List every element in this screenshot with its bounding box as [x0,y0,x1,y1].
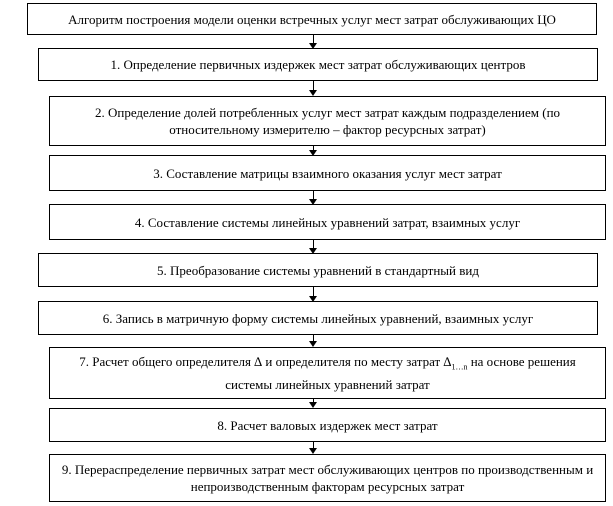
step-7-tail: на основе решения системы линейных уравн… [225,354,576,392]
step-8-box: 8. Расчет валовых издержек мест затрат [49,408,606,442]
step-4-text: 4. Составление системы линейных уравнени… [134,214,521,230]
step-3-text: 3. Составление матрицы взаимного оказани… [153,165,502,181]
step-7-main: 7. Расчет общего определителя ∆ и опреде… [79,354,452,370]
step-7-subscript: 1…n [451,362,468,372]
step-1-text: 1. Определение первичных издержек мест з… [110,57,526,72]
step-9-box: 9. Перераспределение первичных затрат ме… [49,454,606,502]
step-4-box: 4. Составление системы линейных уравнени… [49,204,606,240]
step-2-text: 2. Определение долей потребленных услуг … [94,105,561,137]
step-7-box: 7. Расчет общего определителя ∆ и опреде… [49,347,606,399]
step-9-text: 9. Перераспределение первичных затрат ме… [61,462,594,494]
step-6-box: 6. Запись в матричную форму системы лине… [38,301,598,335]
step-2-box: 2. Определение долей потребленных услуг … [49,96,606,146]
step-7-text: 7. Расчет общего определителя ∆ и опреде… [56,353,599,393]
title-box: Алгоритм построения модели оценки встреч… [27,3,597,35]
step-6-text: 6. Запись в матричную форму системы лине… [102,310,534,326]
step-5-text: 5. Преобразование системы уравнений в ст… [157,262,479,278]
step-1-box: 1. Определение первичных издержек мест з… [38,48,598,81]
step-8-text: 8. Расчет валовых издержек мест затрат [217,417,438,433]
step-5-box: 5. Преобразование системы уравнений в ст… [38,253,598,287]
step-3-box: 3. Составление матрицы взаимного оказани… [49,155,606,191]
title-text: Алгоритм построения модели оценки встреч… [68,11,556,27]
